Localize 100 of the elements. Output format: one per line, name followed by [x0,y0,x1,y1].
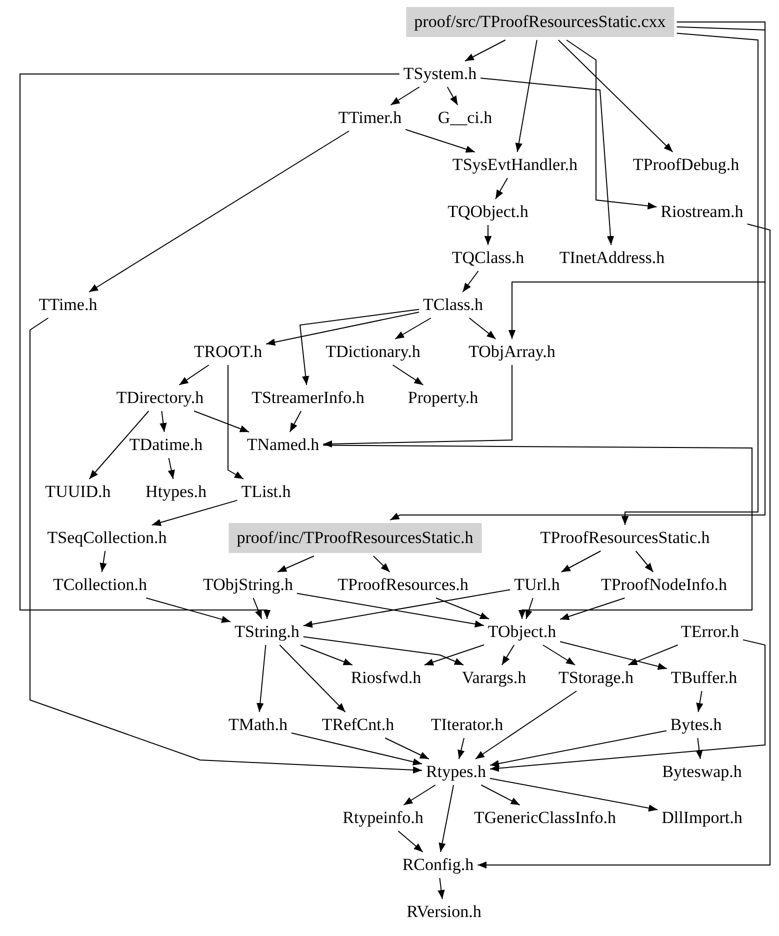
file-label: RVersion.h [406,902,482,922]
arrow [560,550,602,572]
file-label: TDictionary.h [324,342,422,362]
arrow [228,364,244,480]
arrow [299,308,420,386]
file-label: TIterator.h [430,715,504,735]
file-label: Property.h [406,388,480,408]
arrow [477,224,770,869]
arrow [88,130,350,292]
arrow [100,550,107,572]
arrow [696,738,703,760]
file-label: TTime.h [38,295,98,315]
arrow [168,458,175,480]
arrow [484,224,492,246]
file-label: TStorage.h [557,668,635,688]
file-label: Rtypes.h [425,762,487,782]
arrow [495,178,508,200]
arrow [279,644,346,712]
arrow [277,556,314,572]
file-label: Rtypeinfo.h [342,808,424,828]
arrow [515,40,538,152]
arrow [474,690,578,760]
arrow [480,784,520,806]
arrow [480,78,614,246]
file-label: TProofNodeInfo.h [600,575,728,595]
arrow [438,784,454,852]
file-label: RConfig.h [401,855,475,875]
file-label: TInetAddress.h [558,248,666,268]
file-label: Htypes.h [144,482,208,502]
arrow [151,500,238,526]
arrow [462,270,479,292]
arrow [178,364,210,386]
arrow [542,644,576,666]
file-label: TSysEvtHandler.h [451,155,579,175]
file-label: TError.h [680,622,740,642]
arrow [490,639,766,772]
file-label: TBuffer.h [670,668,738,688]
arrow [88,410,150,480]
arrow [390,26,766,520]
arrow [490,778,658,812]
file-label: Riostream.h [660,202,744,222]
arrow [300,644,353,666]
arrow [435,598,490,620]
file-label: G__ci.h [436,108,494,128]
file-label: TROOT.h [192,342,264,362]
arrow [468,318,496,340]
arrow [322,444,752,620]
arrow [490,730,667,768]
file-label: TSystem.h [402,64,478,84]
file-label: TProofResources.h [336,575,470,595]
file-box: proof/inc/TProofResourcesStatic.h [228,523,482,553]
arrow [458,738,465,760]
arrow [501,644,515,666]
arrow [302,589,511,628]
file-label: Riosfwd.h [350,668,422,688]
arrow [424,644,484,666]
file-label: TCollection.h [52,575,148,595]
arrow [394,318,432,340]
arrow [146,598,232,623]
file-label: TStreamerInfo.h [250,388,366,408]
arrow [392,364,424,386]
arrow [464,40,506,62]
arrow [446,86,458,106]
arrow [289,410,302,432]
arrow [621,32,758,526]
arrow [291,732,422,766]
arrow [403,784,436,806]
file-label: Byteswap.h [661,762,743,782]
arrow [558,40,674,152]
arrow [696,690,704,712]
arrow [384,738,430,760]
arrow [390,86,420,106]
arrow [398,830,424,852]
arrow [628,644,678,666]
arrow [30,318,422,774]
file-label: TDirectory.h [115,388,205,408]
file-label: TList.h [240,482,292,502]
file-label: TRefCnt.h [320,715,396,735]
arrow [160,410,167,432]
file-label: TQClass.h [450,248,526,268]
arrow [438,878,445,900]
file-label: Varargs.h [460,668,528,688]
file-label: TUUID.h [44,482,112,502]
arrow [560,641,668,670]
arrow [194,410,250,432]
arrow [560,598,626,620]
arrow [322,364,512,448]
arrow [266,312,420,346]
arrow [256,644,266,712]
file-label: TDatime.h [128,435,204,455]
file-label: TProofResourcesStatic.h [539,528,711,548]
file-box: proof/src/TProofResourcesStatic.cxx [406,7,674,37]
file-label: TProofDebug.h [632,155,740,175]
file-label: TTimer.h [337,108,403,128]
file-label: TClass.h [422,295,484,315]
arrow [405,129,476,153]
file-label: TMath.h [227,715,289,735]
file-label: TNamed.h [246,435,320,455]
file-label: TSeqCollection.h [46,528,168,548]
arrow [252,598,262,620]
